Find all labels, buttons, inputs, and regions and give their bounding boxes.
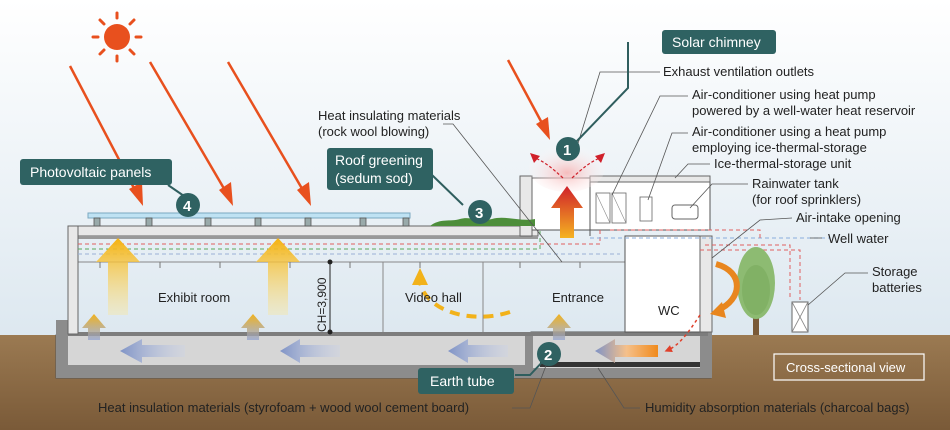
- label-insulating-2: (rock wool blowing): [318, 124, 429, 139]
- cool-air-arrows: [120, 339, 658, 363]
- label-humidity: Humidity absorption materials (charcoal …: [645, 400, 909, 415]
- intake-arrow: [710, 261, 740, 318]
- photovoltaic-number: 4: [183, 198, 192, 215]
- callout-earth-tube: Earth tube 2: [418, 342, 561, 394]
- warm-air-arrows: [82, 238, 571, 340]
- label-ac-well-2: powered by a well-water heat reservoir: [692, 103, 916, 118]
- callout-solar-chimney: Solar chimney 1: [556, 30, 776, 161]
- solar-chimney-number: 1: [563, 142, 571, 159]
- callout-roof-greening: Roof greening (sedum sod) 3: [327, 148, 492, 224]
- label-ac-well-1: Air-conditioner using heat pump: [692, 87, 876, 102]
- room-exhibit: Exhibit room: [158, 290, 230, 305]
- photovoltaic-panels: [87, 212, 411, 227]
- photovoltaic-label: Photovoltaic panels: [30, 164, 151, 180]
- ducts: [78, 229, 830, 300]
- room-video-hall: Video hall: [405, 290, 462, 305]
- rainwater-tank: [671, 204, 699, 220]
- view-label: Cross-sectional view: [786, 360, 906, 375]
- label-rainwater-2: (for roof sprinklers): [752, 192, 861, 207]
- tree: [737, 247, 775, 335]
- view-badge: Cross-sectional view: [773, 353, 925, 381]
- label-exhaust: Exhaust ventilation outlets: [663, 64, 815, 79]
- callout-photovoltaic: Photovoltaic panels 4: [20, 159, 200, 217]
- exhaust-flow-arrow: [664, 314, 701, 353]
- label-air-intake: Air-intake opening: [796, 210, 901, 225]
- circulation-arrow: [412, 268, 511, 319]
- earth-tube-number: 2: [544, 347, 552, 364]
- storage-batteries: [791, 301, 809, 333]
- room-entrance: Entrance: [552, 290, 604, 305]
- callout-connectors: [167, 42, 629, 376]
- label-storage-1: Storage: [872, 264, 918, 279]
- ceiling-height-label: CH=3,900: [315, 277, 329, 332]
- room-wc: WC: [658, 303, 680, 318]
- roof-greening-sub: (sedum sod): [335, 170, 413, 186]
- label-insulating-1: Heat insulating materials: [318, 108, 461, 123]
- label-well-water: Well water: [828, 231, 889, 246]
- label-rainwater-1: Rainwater tank: [752, 176, 839, 191]
- chimney-airflow: [529, 144, 605, 238]
- ceiling-height-dimension: [327, 259, 333, 335]
- leader-lines: [443, 71, 868, 409]
- label-ac-ice-1: Air-conditioner using a heat pump: [692, 124, 886, 139]
- label-heat-insulation-bottom: Heat insulation materials (styrofoam + w…: [98, 400, 469, 415]
- label-ac-ice-2: employing ice-thermal-storage: [692, 140, 867, 155]
- earth-tube-label: Earth tube: [430, 373, 495, 389]
- roof-greening-label: Roof greening: [335, 152, 423, 168]
- solar-chimney-label: Solar chimney: [672, 34, 761, 50]
- roof-greening-number: 3: [475, 205, 483, 222]
- sun-icon: [91, 11, 143, 63]
- label-storage-2: batteries: [872, 280, 922, 295]
- label-ice-unit: Ice-thermal-storage unit: [714, 156, 852, 171]
